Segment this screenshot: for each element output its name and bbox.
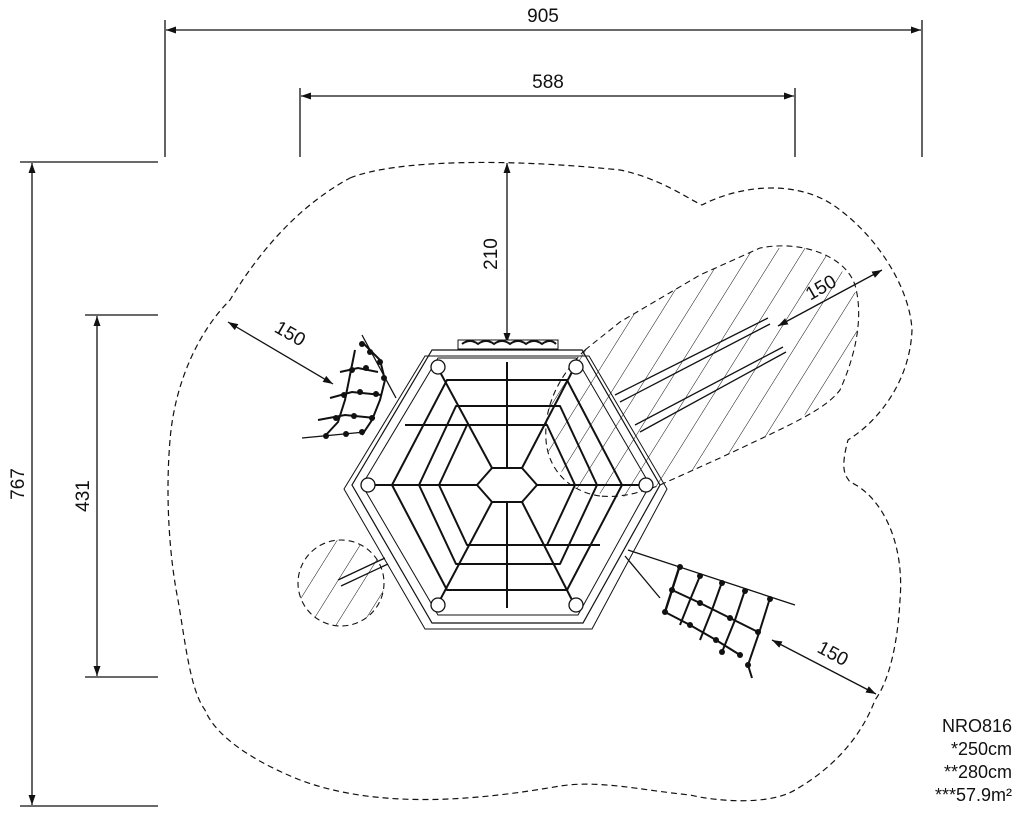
product-spec-block: NRO816 *250cm **280cm ***57.9m² [852, 715, 1012, 807]
dimension-line-safety-bottom-right [771, 639, 877, 695]
extension-lines [20, 20, 923, 807]
dimension-safety-left: 150 [271, 317, 309, 351]
dimension-safety-bottom-right: 150 [814, 637, 852, 670]
safety-area: ***57.9m² [934, 785, 1012, 805]
total-height: **280cm [943, 762, 1012, 782]
spider-web-net [368, 362, 645, 608]
dimension-line-safety-left [227, 321, 334, 385]
model-number: NRO816 [941, 716, 1012, 736]
dimension-structure-width: 588 [532, 72, 564, 93]
dimension-structure-depth: 431 [73, 480, 94, 512]
top-panel [457, 339, 559, 350]
climbing-bars-top-right [614, 317, 787, 433]
hatched-impact-zone-left [297, 539, 385, 627]
cargo-net-bottom-right-knots [662, 564, 773, 668]
bar-left [337, 557, 389, 587]
dimension-top-clearance: 210 [481, 238, 502, 270]
free-fall-height: *250cm [950, 739, 1012, 759]
cargo-net-top-left [301, 334, 397, 439]
corner-posts [360, 359, 654, 613]
dimension-overall-depth: 767 [8, 468, 29, 500]
dimension-overall-width: 905 [527, 6, 559, 27]
cargo-net-bottom-right [624, 549, 796, 679]
safety-zone-outline [167, 161, 913, 802]
cargo-net-top-left-knots [323, 341, 387, 439]
